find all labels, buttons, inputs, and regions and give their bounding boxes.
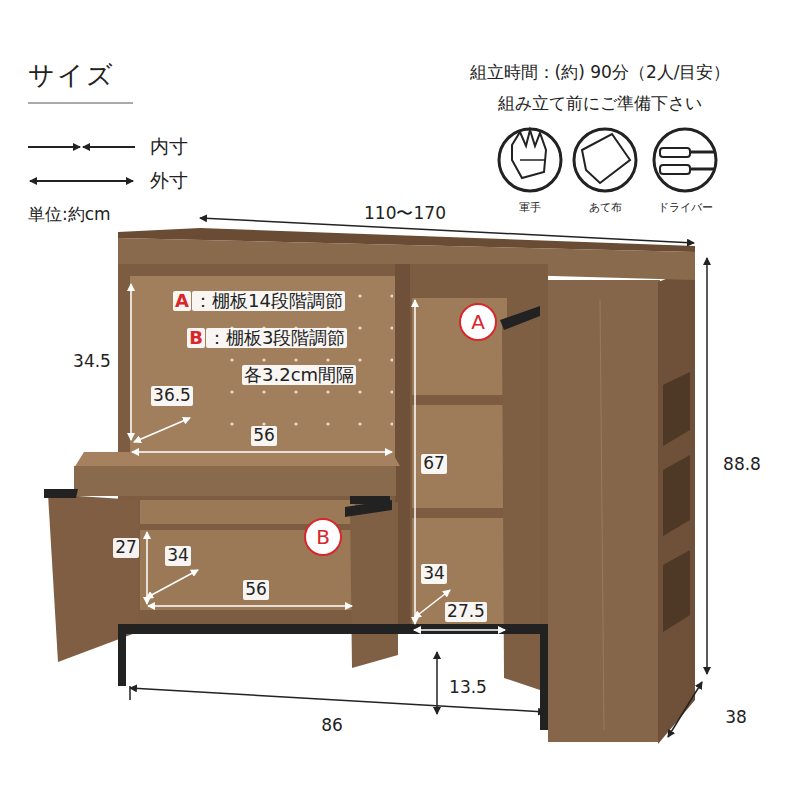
dimension: 34.5 <box>73 352 111 372</box>
tool-name: ドライバー <box>658 202 713 215</box>
dimension: 88.8 <box>723 455 761 475</box>
dimension: 34 <box>421 564 447 584</box>
assembly-note: 組立時間：(約) 90分（2人/目安） <box>470 63 731 83</box>
heading: サイズ <box>28 61 115 91</box>
shelf-note: ：棚板3段階調節 <box>206 328 347 349</box>
tool-name: 軍手 <box>519 202 541 215</box>
legend-text: 内寸 <box>150 136 188 158</box>
tool-name: あて布 <box>589 202 622 215</box>
shelf-key: B <box>187 328 205 349</box>
dimension: 67 <box>421 454 447 474</box>
dimension: 27.5 <box>445 602 487 622</box>
assembly-note: 組み立て前にご準備下さい <box>498 94 702 114</box>
dimension: 86 <box>319 716 345 736</box>
unit-note: 単位:約cm <box>28 205 111 225</box>
shelf-note: 各3.2cm間隔 <box>242 365 356 386</box>
dimension: 13.5 <box>447 678 489 698</box>
dimension: 110〜170 <box>364 204 446 224</box>
callout-letter: A <box>471 312 485 332</box>
legend-text: 外寸 <box>150 170 188 192</box>
shelf-key: A <box>173 291 191 312</box>
callout-circle: B <box>304 518 342 556</box>
dimension: 27 <box>113 538 139 558</box>
dimension: 36.5 <box>151 386 193 406</box>
dimension: 34 <box>165 546 191 566</box>
callout-circle: A <box>459 303 497 341</box>
dimension: 38 <box>725 708 747 728</box>
shelf-note: ：棚板14段階調節 <box>192 291 345 312</box>
dimension: 56 <box>251 426 277 446</box>
dimension: 56 <box>243 580 269 600</box>
callout-letter: B <box>316 527 330 547</box>
